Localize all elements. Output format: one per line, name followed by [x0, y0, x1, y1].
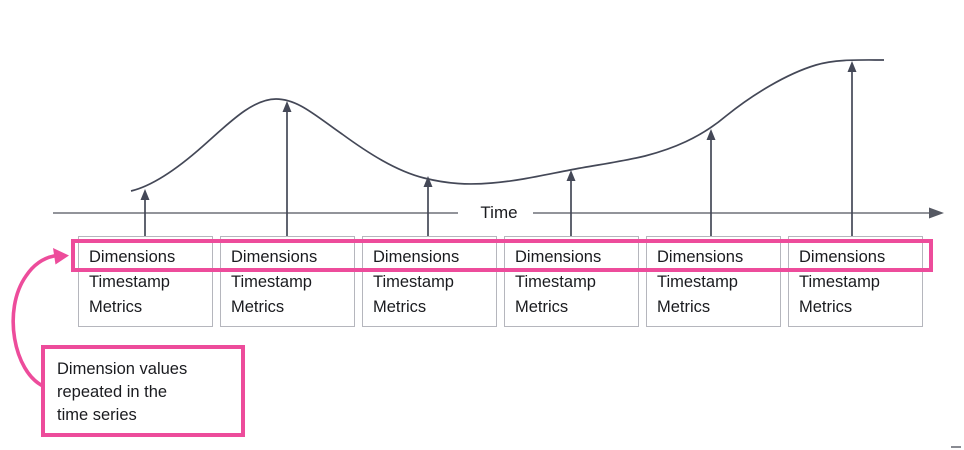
arrowhead-icon-4: [566, 170, 576, 181]
record-dimensions-label: Dimensions: [799, 248, 886, 266]
record-metrics-label: Metrics: [799, 298, 853, 316]
record-timestamp-label: Timestamp: [373, 273, 454, 291]
callout-box: Dimension values repeated in the time se…: [41, 345, 245, 437]
record-arrowheads: [140, 61, 857, 200]
callout-text-line: time series: [57, 406, 137, 424]
record-dimensions-label: Dimensions: [89, 248, 176, 266]
callout-text-line: Dimension values: [57, 360, 188, 378]
arrowhead-icon-3: [423, 176, 433, 187]
arrowhead-icon-1: [140, 189, 150, 200]
record-card: Dimensions Timestamp Metrics: [504, 236, 639, 327]
record-dimensions-label: Dimensions: [373, 248, 460, 266]
callout-text-line: repeated in the: [57, 383, 168, 401]
record-card: Dimensions Timestamp Metrics: [646, 236, 781, 327]
record-dimensions-label: Dimensions: [231, 248, 318, 266]
arrowhead-icon-2: [282, 101, 292, 112]
record-arrows: [144, 70, 853, 238]
record-metrics-label: Metrics: [231, 298, 285, 316]
record-card: Dimensions Timestamp Metrics: [362, 236, 497, 327]
record-dimensions-label: Dimensions: [515, 248, 602, 266]
record-timestamp-label: Timestamp: [799, 273, 880, 291]
record-metrics-label: Metrics: [657, 298, 711, 316]
time-series-curve: [130, 59, 885, 192]
record-metrics-label: Metrics: [373, 298, 427, 316]
record-card: Dimensions Timestamp Metrics: [788, 236, 923, 327]
record-dimensions-label: Dimensions: [657, 248, 744, 266]
arrowhead-icon-6: [847, 61, 857, 72]
axis-label: Time: [480, 203, 518, 222]
record-metrics-label: Metrics: [89, 298, 143, 316]
arrowhead-icon-5: [706, 129, 716, 140]
axis-arrowhead-icon: [929, 207, 944, 219]
record-card: Dimensions Timestamp Metrics: [220, 236, 355, 327]
record-card: Dimensions Timestamp Metrics: [78, 236, 213, 327]
record-timestamp-label: Timestamp: [515, 273, 596, 291]
record-timestamp-label: Timestamp: [231, 273, 312, 291]
record-timestamp-label: Timestamp: [89, 273, 170, 291]
record-timestamp-label: Timestamp: [657, 273, 738, 291]
records-row: Dimensions Timestamp Metrics Dimensions …: [78, 236, 923, 327]
record-metrics-label: Metrics: [515, 298, 569, 316]
stray-artifact-mark: [951, 446, 961, 448]
